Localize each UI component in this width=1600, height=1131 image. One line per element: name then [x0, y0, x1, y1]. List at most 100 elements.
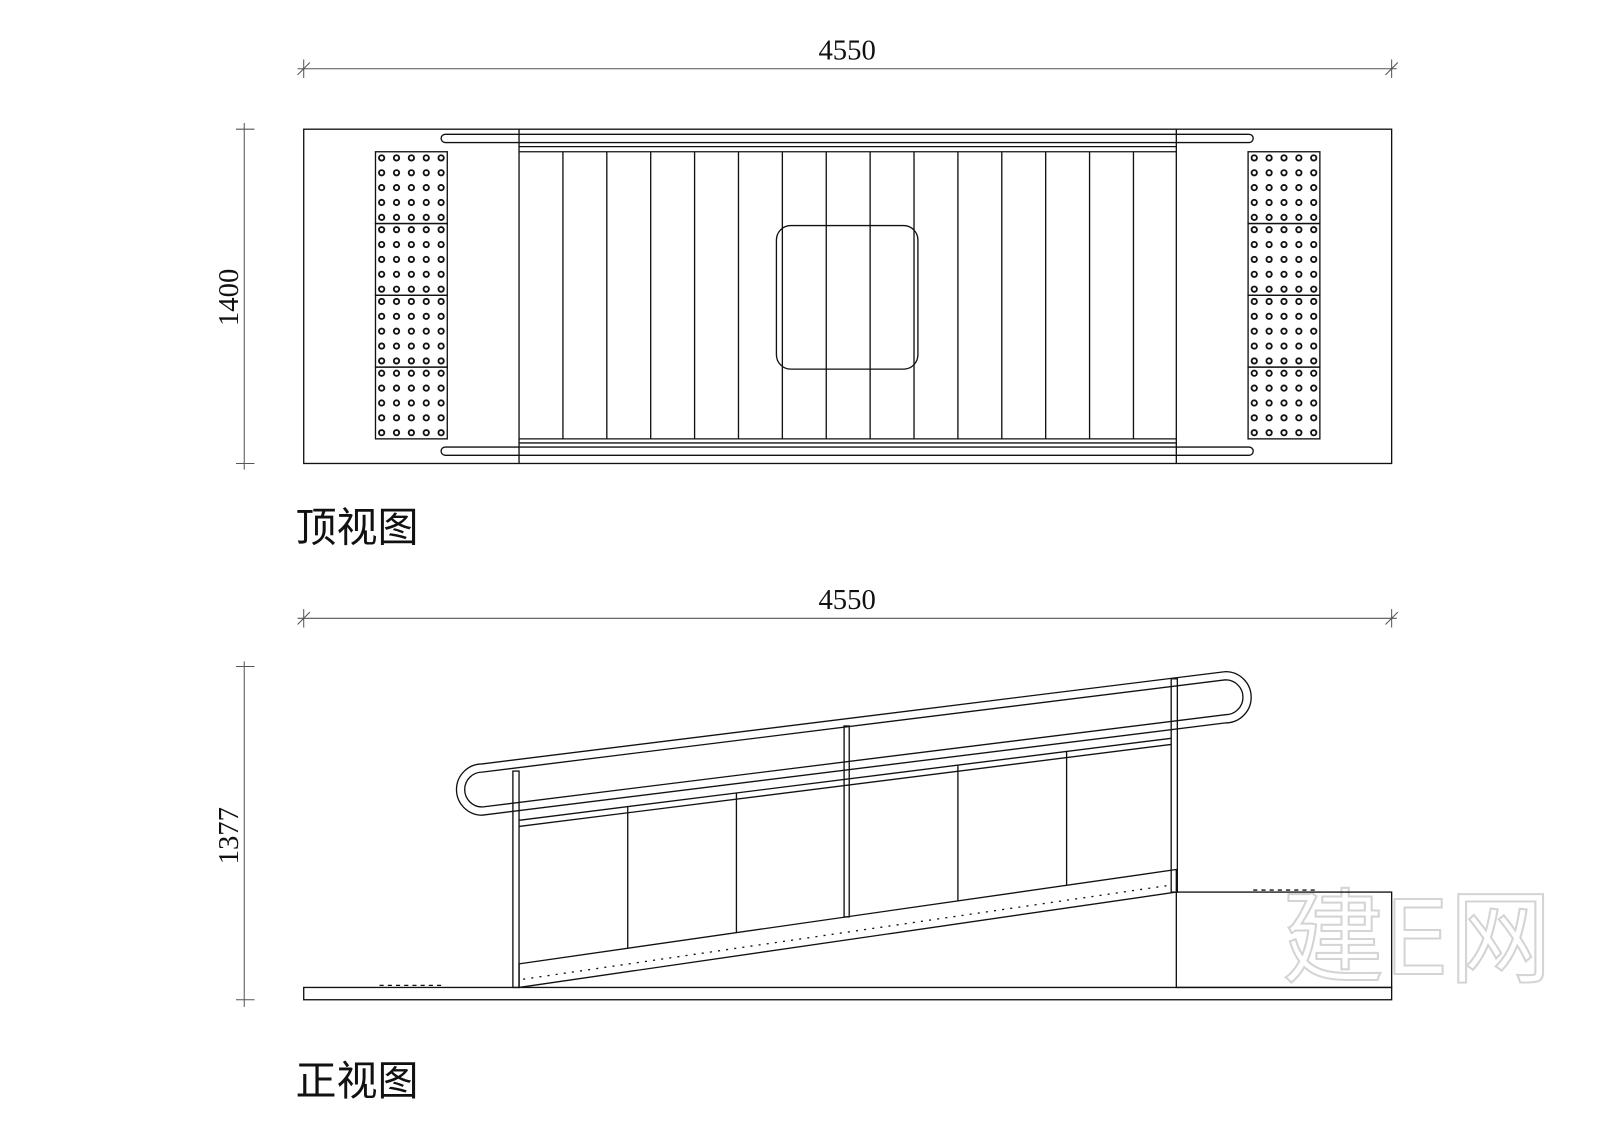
tactile-dot [1250, 297, 1258, 306]
tactile-dot [392, 240, 401, 249]
tactile-dot [1250, 213, 1258, 221]
tactile-dot [1295, 255, 1303, 264]
tactile-dot [407, 154, 415, 162]
post-right [1170, 678, 1179, 893]
tactile-dot [407, 240, 415, 249]
tactile-dot [378, 429, 386, 437]
handrail-top [440, 133, 1254, 144]
tactile-dot [437, 226, 445, 234]
tactile-dot [1265, 184, 1273, 192]
tactile-dot [1310, 270, 1318, 278]
landing-platform [1175, 891, 1393, 989]
tactile-dot [1250, 399, 1258, 407]
top-view: 4550 1400 顶视图 [213, 34, 1399, 551]
tactile-dot [1250, 198, 1258, 207]
tactile-dot [407, 198, 415, 207]
tactile-dot [1310, 240, 1318, 249]
tactile-dot [1295, 342, 1303, 350]
tactile-dot [407, 285, 415, 293]
front-width-label: 4550 [818, 584, 875, 616]
tactile-dot [1250, 312, 1258, 320]
tactile-dot [1310, 327, 1318, 335]
ground-slab [303, 986, 1393, 1001]
tactile-dot [1295, 312, 1303, 320]
tactile-dot [1295, 213, 1303, 221]
tactile-dot [1280, 270, 1288, 278]
tactile-dot [1250, 429, 1258, 437]
tactile-dot [1310, 255, 1318, 264]
tactile-dot [437, 213, 445, 221]
tactile-dot [392, 399, 401, 407]
ramp-slab [518, 868, 1177, 989]
tactile-dot [392, 342, 401, 350]
tactile-dot [392, 327, 401, 335]
front-view: 4550 1377 正视图 [213, 584, 1399, 1105]
tactile-dot [437, 399, 445, 407]
tactile-dot [1310, 154, 1318, 162]
tactile-dot [1280, 297, 1288, 306]
tactile-dot [1310, 312, 1318, 320]
tactile-dot [1295, 198, 1303, 207]
tactile-dot [407, 399, 415, 407]
tactile-dot [1295, 399, 1303, 407]
tactile-dot [422, 414, 430, 422]
tactile-dot [437, 255, 445, 264]
tactile-dot [1250, 285, 1258, 293]
tactile-dot [1265, 357, 1273, 365]
tactile-dot [1265, 198, 1273, 207]
tactile-dot [1280, 169, 1288, 177]
tactile-dot [422, 154, 430, 162]
front-width-dimension: 4550 [297, 584, 1399, 628]
handrail-upper [455, 670, 1252, 816]
tactile-dot [407, 369, 415, 377]
tactile-dot [1265, 327, 1273, 335]
tactile-dot [1280, 226, 1288, 234]
tactile-dot [1295, 297, 1303, 306]
tactile-dot [1250, 327, 1258, 335]
tactile-dot [378, 184, 386, 192]
tactile-dot [392, 213, 401, 221]
tactile-dot [1265, 414, 1273, 422]
tactile-dot [437, 327, 445, 335]
tactile-dot [378, 414, 386, 422]
tactile-dot [422, 169, 430, 177]
tactile-dot [1295, 414, 1303, 422]
tactile-dot [1265, 270, 1273, 278]
tactile-dot [392, 270, 401, 278]
tactile-dot [437, 297, 445, 306]
tactile-dot [422, 226, 430, 234]
watermark-logo: 建E网 [1282, 880, 1552, 999]
tactile-dot [1265, 240, 1273, 249]
tactile-dot [378, 285, 386, 293]
tactile-dot [422, 184, 430, 192]
tactile-dot [1250, 184, 1258, 192]
tactile-dot [407, 429, 415, 437]
tactile-dot [1310, 184, 1318, 192]
tactile-paving [374, 151, 1321, 440]
top-height-dimension: 1400 [213, 123, 255, 470]
tactile-dot [1265, 429, 1273, 437]
top-view-title: 顶视图 [296, 503, 419, 551]
tactile-dot [378, 327, 386, 335]
tactile-dot [407, 184, 415, 192]
tactile-dot [422, 342, 430, 350]
front-height-label: 1377 [213, 807, 245, 864]
tactile-tile [1247, 366, 1321, 440]
tactile-dot [392, 198, 401, 207]
tactile-dot [1310, 369, 1318, 377]
tactile-dot [407, 270, 415, 278]
tactile-dot [1250, 342, 1258, 350]
tactile-dot [1310, 285, 1318, 293]
tactile-dot [1295, 184, 1303, 192]
tactile-tile [374, 366, 448, 440]
post-left [512, 770, 520, 989]
tactile-dot [422, 399, 430, 407]
tactile-dot [378, 226, 386, 234]
tactile-dot [378, 213, 386, 221]
tactile-dot [422, 255, 430, 264]
tactile-dot [437, 369, 445, 377]
center-platform [775, 224, 919, 370]
tactile-dot [1265, 169, 1273, 177]
front-height-dimension: 1377 [213, 661, 255, 1007]
